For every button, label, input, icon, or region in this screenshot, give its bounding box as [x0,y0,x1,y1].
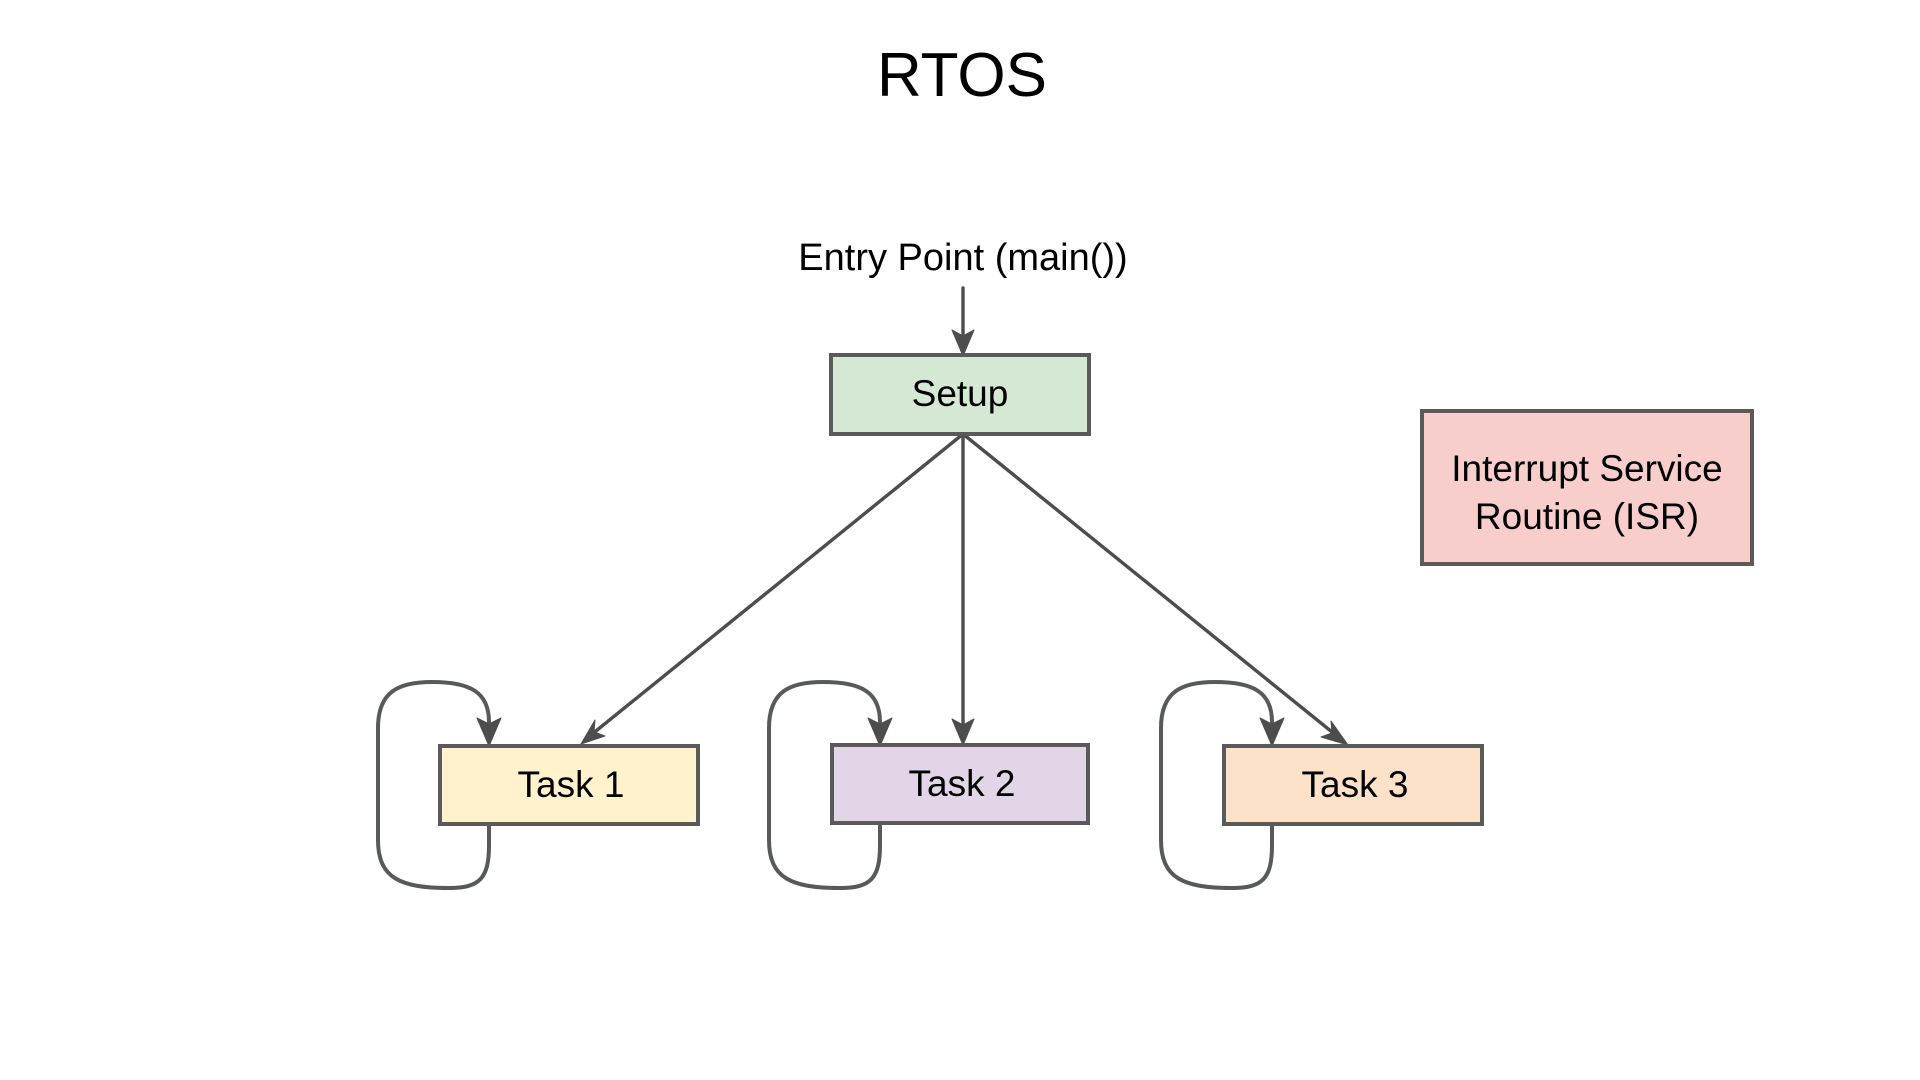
node-setup[interactable]: Setup [829,353,1091,436]
node-task2[interactable]: Task 2 [830,743,1090,825]
edge-task1-self-loop [376,680,502,890]
page-title: RTOS [877,41,1047,110]
node-task3[interactable]: Task 3 [1222,744,1484,826]
node-task1[interactable]: Task 1 [438,744,700,826]
node-isr[interactable]: Interrupt Service Routine (ISR) [1420,409,1754,566]
edge-entry-to-setup [951,286,975,357]
edge-setup-to-task1 [580,432,965,745]
node-setup-label: Setup [912,373,1009,414]
node-task1-label: Task 1 [518,764,625,805]
node-isr-label-line2: Routine (ISR) [1475,496,1699,537]
edge-task2-self-loop [767,680,893,890]
node-task1-rect[interactable] [438,744,700,826]
node-setup-rect[interactable] [829,353,1091,436]
entry-point-label: Entry Point (main()) [798,237,1127,279]
edge-setup-to-task2 [951,432,975,746]
node-task2-rect[interactable] [830,743,1090,825]
node-isr-rect[interactable] [1420,409,1754,566]
node-isr-label-line1: Interrupt Service [1451,448,1722,489]
node-task3-label: Task 3 [1302,764,1409,805]
node-task3-rect[interactable] [1222,744,1484,826]
edge-task3-self-loop [1159,680,1285,890]
node-task2-label: Task 2 [909,763,1016,804]
edge-setup-to-task3 [961,432,1349,746]
